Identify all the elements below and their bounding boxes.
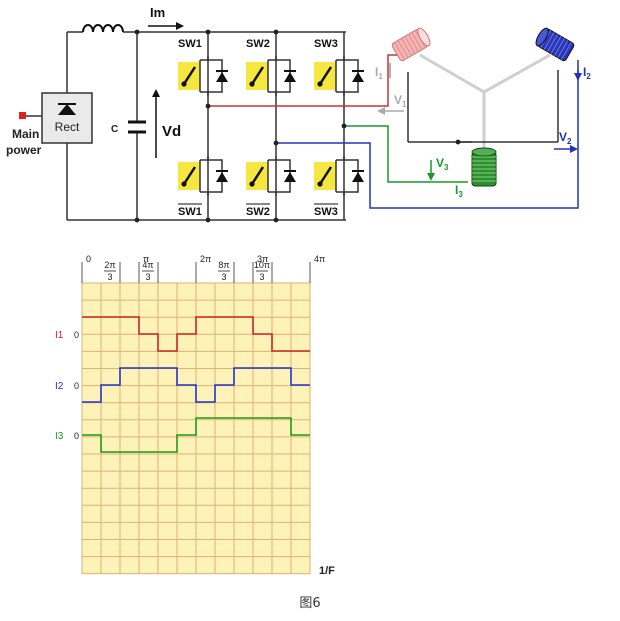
winding-1-icon xyxy=(391,27,431,62)
switch-contact-icon xyxy=(181,181,187,187)
switch-bottom-3 xyxy=(314,156,364,196)
star-return-wiring xyxy=(407,70,559,143)
phase3-voltage-arrow-icon xyxy=(427,160,435,181)
main-power-label-1: Main xyxy=(12,127,39,141)
sw2-bottom-label: SW2 xyxy=(246,206,270,218)
switch-bottom-1 xyxy=(178,156,228,196)
switch-contact-icon xyxy=(181,81,187,87)
trace-I2 xyxy=(82,367,310,403)
switch-contact-icon xyxy=(249,81,255,87)
phase3-current-label: I3 xyxy=(455,183,463,199)
rect-label: Rect xyxy=(55,120,80,134)
switch-contact-icon xyxy=(249,181,255,187)
phase3-voltage-label: V3 xyxy=(436,156,449,172)
switch-top-3 xyxy=(314,56,364,96)
star-connection xyxy=(419,53,551,148)
tick-label-den: 3 xyxy=(145,272,150,282)
switch-contact-icon xyxy=(317,181,323,187)
sw3-bottom-label: SW3 xyxy=(314,206,338,218)
tick-label-num: 10π xyxy=(254,260,270,270)
phase1-current-sub: 1 xyxy=(378,72,383,81)
current-arrow-icon xyxy=(148,22,184,30)
rectifier-diode-icon xyxy=(58,103,76,115)
tick-label: 3π xyxy=(257,254,268,264)
junction-dots xyxy=(134,29,347,223)
x-axis-label: 1/F xyxy=(319,565,335,577)
phase2-voltage-label: V2 xyxy=(559,130,572,146)
phase1-current-text: I xyxy=(375,65,378,79)
sw2-top-label: SW2 xyxy=(246,38,270,50)
sw1-bottom-label: SW1 xyxy=(178,206,202,218)
voltage-label: Vd xyxy=(162,123,181,140)
phase2-voltage-arrow-icon xyxy=(554,145,578,153)
phase3-current-text: I xyxy=(455,183,458,197)
capacitor xyxy=(128,120,146,134)
phase1-voltage-label: V1 xyxy=(394,93,407,109)
phase2-current-text: I xyxy=(583,65,586,79)
tick-label-num: 4π xyxy=(142,260,153,270)
row-label-I3: I3 xyxy=(55,431,64,442)
phase3-wire xyxy=(344,125,468,183)
phase2-wire xyxy=(276,70,579,209)
input-stage xyxy=(19,24,346,221)
switch-modules xyxy=(178,56,364,196)
phase1-voltage-arrow-icon xyxy=(377,107,404,115)
tick-label-den: 3 xyxy=(107,272,112,282)
phase2-voltage-text: V xyxy=(559,130,567,144)
phase1-current-label: I1 xyxy=(375,65,383,81)
tick-label-den: 3 xyxy=(221,272,226,282)
row-zero-label: 0 xyxy=(74,330,79,340)
diode-icon xyxy=(284,172,296,182)
switch-top-1 xyxy=(178,56,228,96)
phase2-voltage-sub: 2 xyxy=(567,137,572,146)
inductor xyxy=(82,24,124,33)
winding-3-icon xyxy=(471,147,497,187)
phase2-current-arrow-icon xyxy=(574,60,582,81)
diode-icon xyxy=(216,72,228,82)
diode-icon xyxy=(216,172,228,182)
diode-icon xyxy=(284,72,296,82)
row-label-I1: I1 xyxy=(55,330,64,341)
diode-icon xyxy=(352,172,364,182)
row-zero-label: 0 xyxy=(74,381,79,391)
phase1-voltage-sub: 1 xyxy=(402,100,407,109)
switch-bottom-2 xyxy=(246,156,296,196)
tick-label: 2π xyxy=(200,254,211,264)
current-label: Im xyxy=(150,5,165,20)
tick-label-den: 3 xyxy=(259,272,264,282)
phase3-current-sub: 3 xyxy=(458,190,463,199)
tick-label: 0 xyxy=(86,254,91,264)
phase1-wire xyxy=(208,54,398,107)
sw3-top-label: SW3 xyxy=(314,38,338,50)
phase3-voltage-text: V xyxy=(436,156,444,170)
tick-label-num: 2π xyxy=(104,260,115,270)
diode-icon xyxy=(352,72,364,82)
tick-label: π xyxy=(143,254,149,264)
rectifier-box xyxy=(41,92,93,144)
phase2-current-label: I2 xyxy=(583,65,591,81)
output-wires xyxy=(208,54,579,209)
phase1-voltage-text: V xyxy=(394,93,402,107)
phase3-voltage-sub: 3 xyxy=(444,163,449,172)
voltage-arrow-icon xyxy=(152,89,160,158)
tick-label: 4π xyxy=(314,254,325,264)
capacitor-label: C xyxy=(111,124,118,135)
phase2-current-sub: 2 xyxy=(586,72,591,81)
trace-I3 xyxy=(82,417,310,453)
sw1-top-label: SW1 xyxy=(178,38,202,50)
row-zero-label: 0 xyxy=(74,431,79,441)
tick-label-num: 8π xyxy=(218,260,229,270)
trace-I1 xyxy=(82,316,310,352)
main-power-label-2: power xyxy=(6,143,42,157)
winding-2-icon xyxy=(535,27,575,62)
switch-contact-icon xyxy=(317,81,323,87)
switch-top-2 xyxy=(246,56,296,96)
figure-caption: 图6 xyxy=(299,596,321,611)
row-label-I2: I2 xyxy=(55,381,64,392)
main-power-terminal xyxy=(19,112,26,119)
